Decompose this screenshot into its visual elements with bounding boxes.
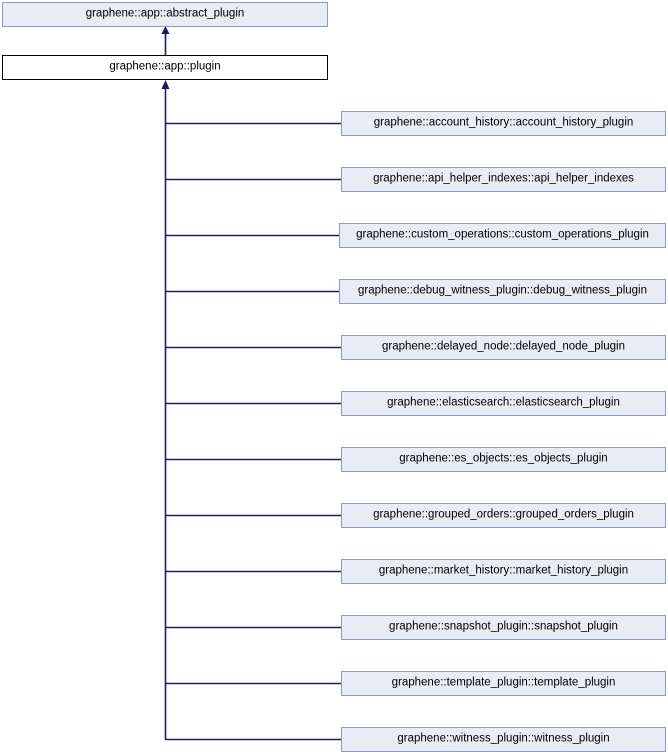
class-node-label: graphene::debug_witness_plugin::debug_wi… (358, 284, 647, 297)
class-node-account-history-plugin[interactable]: graphene::account_history::account_histo… (341, 111, 666, 136)
class-node-grouped-orders-plugin[interactable]: graphene::grouped_orders::grouped_orders… (341, 503, 666, 528)
class-node-plugin[interactable]: graphene::app::plugin (2, 55, 328, 80)
class-node-snapshot-plugin[interactable]: graphene::snapshot_plugin::snapshot_plug… (341, 615, 666, 640)
class-node-custom-operations-plugin[interactable]: graphene::custom_operations::custom_oper… (339, 223, 666, 248)
class-node-witness-plugin[interactable]: graphene::witness_plugin::witness_plugin (341, 727, 666, 752)
class-node-label: graphene::witness_plugin::witness_plugin (397, 732, 610, 745)
class-node-label: graphene::api_helper_indexes::api_helper… (373, 172, 634, 185)
class-node-debug-witness-plugin[interactable]: graphene::debug_witness_plugin::debug_wi… (339, 279, 666, 304)
class-node-label: graphene::es_objects::es_objects_plugin (399, 452, 608, 465)
class-node-label: graphene::account_history::account_histo… (373, 116, 634, 129)
class-node-label: graphene::app::abstract_plugin (85, 7, 245, 20)
class-node-label: graphene::custom_operations::custom_oper… (356, 228, 649, 241)
edge-plugin-to-abstract-plugin (161, 26, 170, 55)
class-node-abstract-plugin[interactable]: graphene::app::abstract_plugin (2, 2, 328, 27)
class-node-label: graphene::app::plugin (109, 60, 221, 73)
class-node-market-history-plugin[interactable]: graphene::market_history::market_history… (341, 559, 666, 584)
edge-derived-trunk (161, 80, 170, 740)
class-node-label: graphene::snapshot_plugin::snapshot_plug… (389, 620, 618, 633)
class-node-label: graphene::template_plugin::template_plug… (391, 676, 616, 689)
class-node-delayed-node-plugin[interactable]: graphene::delayed_node::delayed_node_plu… (341, 335, 666, 360)
class-node-template-plugin[interactable]: graphene::template_plugin::template_plug… (341, 671, 666, 696)
class-node-elasticsearch-plugin[interactable]: graphene::elasticsearch::elasticsearch_p… (341, 391, 666, 416)
class-node-label: graphene::elasticsearch::elasticsearch_p… (387, 396, 620, 409)
edge-branches (165, 122, 341, 741)
class-node-label: graphene::delayed_node::delayed_node_plu… (382, 340, 625, 353)
class-node-es-objects-plugin[interactable]: graphene::es_objects::es_objects_plugin (341, 447, 666, 472)
class-node-label: graphene::grouped_orders::grouped_orders… (373, 508, 634, 521)
class-node-label: graphene::market_history::market_history… (378, 564, 629, 577)
class-node-api-helper-indexes[interactable]: graphene::api_helper_indexes::api_helper… (341, 167, 666, 192)
